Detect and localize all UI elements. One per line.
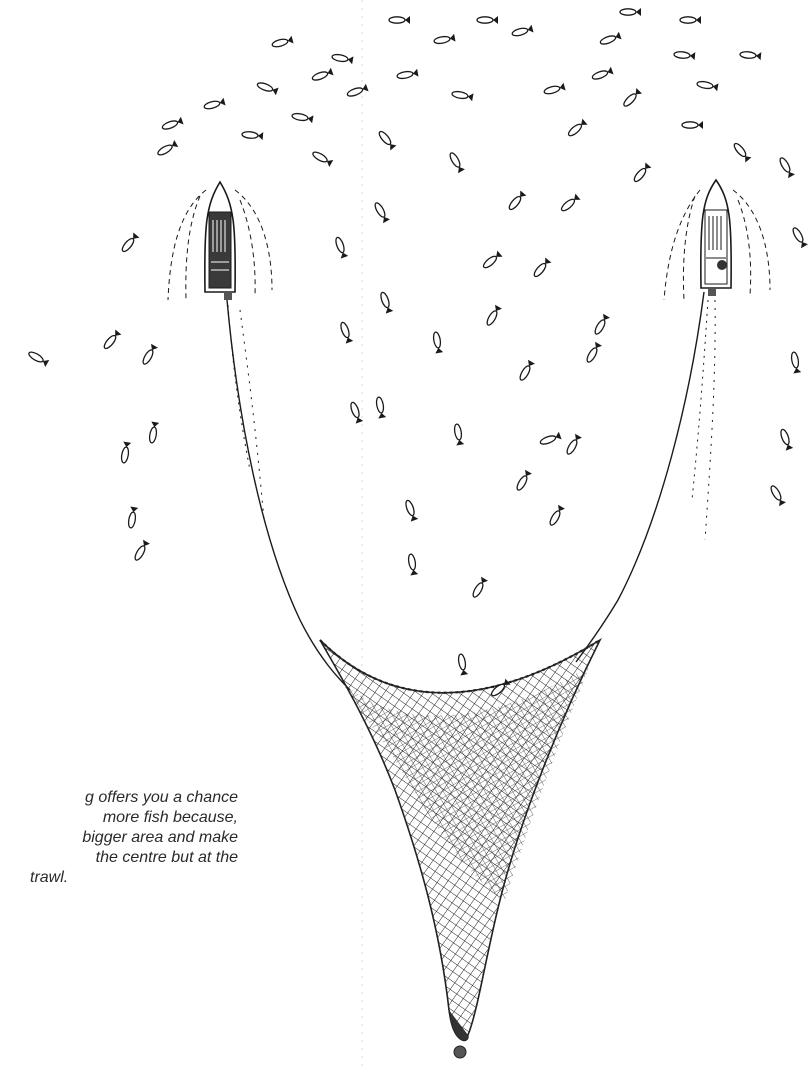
fish-icon [674,50,696,60]
fish-icon [518,360,535,382]
fish-icon [377,129,397,150]
fish-icon [511,25,533,38]
caption-line: g offers you a chance [0,788,238,808]
fish-icon [334,236,349,258]
fish-icon [407,553,419,575]
fish-icon [481,251,502,271]
fish-icon [622,88,643,109]
fish-icon [778,156,795,178]
fish-icon [148,422,160,444]
fish-icon [120,232,140,253]
fish-icon [632,162,652,183]
fish-icon [559,194,580,214]
fish-icon [404,499,419,521]
caption-line: the centre but at the [0,848,238,868]
fish-icon [242,130,264,140]
fish-icon [543,83,565,96]
fish-icon [680,16,701,24]
fish-icon [565,434,582,456]
fish-icon [471,577,488,599]
fish-icon [477,16,498,24]
fish-icon [790,351,802,373]
left-boat [168,182,272,520]
fish-icon [102,329,122,350]
fish-icon [271,36,293,49]
fish-school [27,8,808,698]
fish-icon [291,112,313,124]
fish-icon [256,81,278,96]
fish-icon [620,8,641,16]
fish-icon [451,90,473,102]
fish-icon [448,151,465,173]
fish-icon [141,344,158,366]
fish-icon [682,121,703,129]
fish-icon [346,84,368,99]
fish-icon [396,69,418,81]
fish-icon [311,68,333,83]
fish-icon [591,67,613,82]
fish-icon [331,53,353,65]
fish-icon [599,32,621,47]
fish-icon [389,16,410,24]
fish-icon [161,117,183,132]
fish-icon [779,428,794,450]
fish-icon [339,321,354,343]
fish-icon [127,507,139,529]
fish-icon [769,484,786,506]
fish-icon [453,423,465,445]
fish-icon [485,305,502,327]
fish-icon [507,190,527,211]
fish-icon [156,140,178,157]
fish-icon [566,119,587,139]
fish-icon [696,80,718,92]
fish-icon [27,350,49,367]
caption-line: bigger area and make [0,828,238,848]
fish-icon [539,432,561,447]
fish-icon [433,34,455,46]
caption-line: trawl. [0,868,238,888]
left-tow-rope [227,300,350,690]
fish-icon [532,257,552,278]
caption-text: g offers you a chance more fish because,… [0,788,238,888]
fish-icon [732,141,752,162]
fish-icon [457,653,469,675]
fish-icon [349,401,364,423]
fish-icon [593,314,610,336]
fish-icon [791,226,808,248]
fish-icon [585,342,602,364]
fish-icon [133,540,150,562]
fish-icon [311,150,333,167]
fish-icon [120,442,132,464]
fish-icon [373,201,390,223]
right-boat [664,180,770,540]
fish-icon [740,50,762,60]
fish-icon [548,505,565,527]
fish-icon [203,98,225,111]
fish-icon [379,291,394,313]
fish-icon [375,396,387,418]
fish-icon [515,470,532,492]
fish-icon [432,331,444,353]
caption-line: more fish because, [0,808,238,828]
